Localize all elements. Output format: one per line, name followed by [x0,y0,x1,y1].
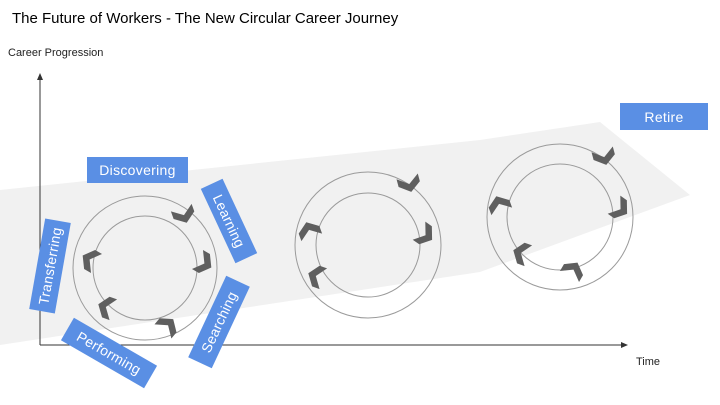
x-axis-label: Time [636,356,661,368]
stage-discovering: Discovering [87,157,188,183]
stage-retire: Retire [620,103,708,130]
career-cycle-3 [485,143,634,291]
y-axis-label: Career Progression [8,47,104,59]
diagram-title: The Future of Workers - The New Circular… [12,10,399,27]
career-cycle-1 [72,195,218,341]
career-cycle-2 [294,171,442,319]
